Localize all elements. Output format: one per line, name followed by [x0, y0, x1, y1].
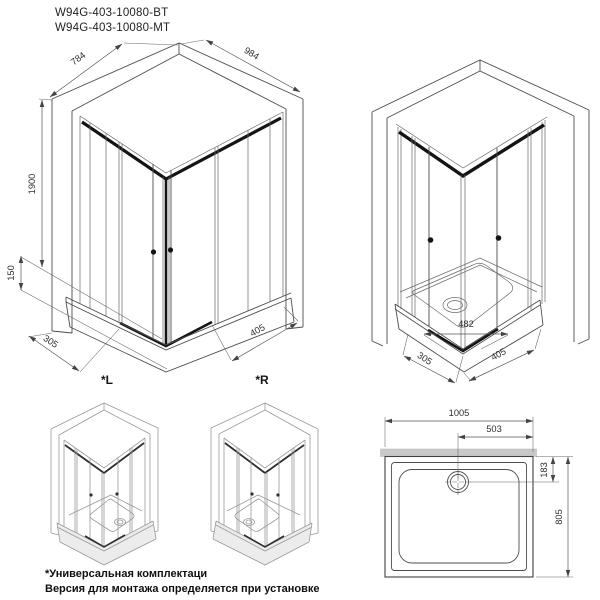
door-handle-left [427, 237, 434, 243]
dim-805: 805 [554, 509, 564, 525]
dim-405-rear: 405 [489, 346, 507, 362]
model-code-mt: W94G-403-10080-MT [55, 22, 171, 34]
dim-405: 405 [248, 322, 266, 338]
tray-outline [384, 455, 534, 578]
tray-apron [213, 521, 312, 565]
door-handle [250, 492, 254, 496]
dim-482: 482 [458, 319, 474, 329]
room-walls [371, 59, 590, 347]
tray-rim [391, 462, 527, 571]
wall-strip [380, 448, 537, 457]
glass-enclosure [79, 111, 284, 348]
dim-784: 784 [69, 50, 87, 67]
dim-150: 150 [6, 265, 16, 281]
dim-1005: 1005 [449, 408, 470, 418]
bottom-rail [427, 327, 499, 353]
tray-plan-dimensions: 1005 503 183 805 [384, 408, 573, 578]
variant-label-right: *R [255, 373, 269, 387]
footnote: *Универсальная комплектаци Версия для мо… [45, 567, 319, 596]
variant-left-drawing [50, 402, 159, 566]
tray-plan-drawing: 1005 503 183 805 [380, 408, 573, 578]
model-code-bt: W94G-403-10080-BT [55, 7, 169, 19]
top-rail [398, 123, 545, 179]
front-iso-drawing: 784 984 1900 150 305 405 [6, 39, 304, 373]
door-handle [276, 493, 280, 497]
tray-basin [398, 469, 520, 564]
drain-icon [114, 518, 126, 526]
variant-label-left: *L [101, 373, 113, 387]
door-handle-right [495, 235, 502, 241]
drain-icon [243, 518, 255, 526]
shower-tray [65, 292, 295, 373]
mini-enclosure-mirrored [210, 402, 319, 566]
door-handle-right [167, 247, 174, 253]
variant-right-drawing [210, 402, 319, 566]
dim-503: 503 [486, 424, 502, 434]
dim-305: 305 [41, 333, 59, 350]
drain-icon [442, 297, 468, 313]
glass-enclosure [395, 116, 548, 353]
model-codes: W94G-403-10080-BT W94G-403-10080-MT [55, 6, 170, 36]
footnote-line1: *Универсальная комплектаци [45, 568, 208, 580]
tray-apron [57, 521, 156, 565]
dim-183: 183 [539, 462, 549, 478]
door-handle [89, 493, 93, 497]
door-handle [115, 492, 119, 496]
rear-iso-dimensions: 482 305 405 [402, 319, 542, 384]
mini-enclosure [50, 402, 159, 566]
dim-1900: 1900 [27, 174, 37, 195]
top-rail [81, 116, 282, 181]
footnote-line2: Версия для монтажа определяется при уста… [45, 582, 320, 595]
rear-iso-drawing: 482 305 405 [371, 59, 590, 384]
shower-tray [394, 257, 544, 373]
dim-305-rear: 305 [415, 350, 433, 367]
dim-984: 984 [242, 45, 260, 62]
door-handle-left [150, 249, 157, 255]
